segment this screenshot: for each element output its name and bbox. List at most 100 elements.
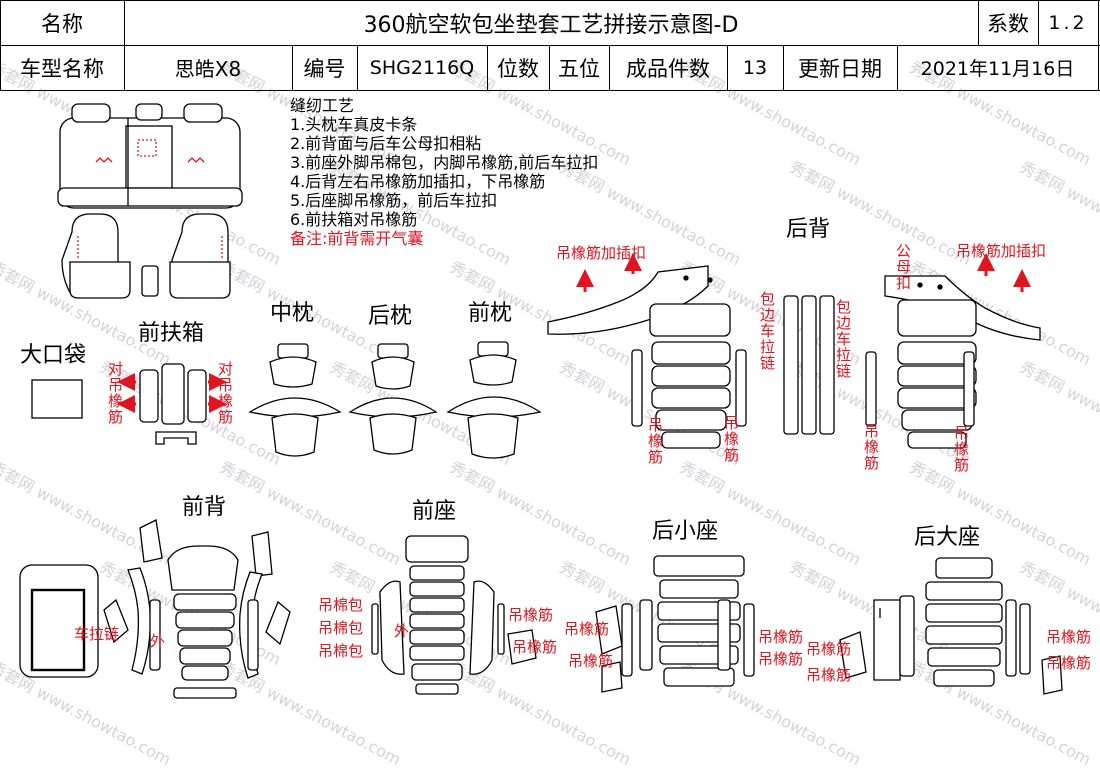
notes-title: 缝纫工艺 <box>290 96 355 115</box>
sewing-notes: 缝纫工艺 1.头枕车真皮卡条 2.前背面与后车公母扣相粘 3.前座外脚吊棉包，内… <box>290 96 598 248</box>
rear-big-seat-pieces <box>839 557 1063 695</box>
vertical-annotation-char: 筋 <box>724 446 739 464</box>
middle-headrest-pieces <box>248 343 342 457</box>
annotation-arrows <box>117 253 1031 413</box>
name-label: 名称 <box>41 11 83 36</box>
vertical-annotation-char: 拉 <box>760 338 775 356</box>
vertical-annotation-char: 吊 <box>218 376 233 394</box>
front-headrest-pieces <box>446 341 542 459</box>
vertical-annotation-char: 筋 <box>648 448 663 466</box>
rear-back-elastic-note-1: 吊橡筋 <box>648 416 663 466</box>
male-female-clip-note: 公母扣 <box>896 242 911 292</box>
note-item-4: 4.后背左右吊橡筋加插扣，下吊橡筋 <box>290 172 546 191</box>
front-armrest-label: 前扶箱 <box>138 321 204 346</box>
front-back-label: 前背 <box>182 495 226 520</box>
vertical-annotation-char: 拉 <box>836 346 851 364</box>
vertical-annotation-char: 包 <box>760 290 775 308</box>
vertical-annotation-char: 吊 <box>954 424 969 442</box>
pieces-label: 成品件数 <box>626 56 710 81</box>
code-label: 编号 <box>303 56 346 81</box>
rear-back-label: 后背 <box>786 217 830 242</box>
vertical-annotation-char: 车 <box>760 322 775 340</box>
vertical-annotation-char: 筋 <box>954 456 969 474</box>
pattern-diagram: 大口袋 前扶箱 中枕 后枕 前枕 后背 前背 前座 后小座 后大座 吊橡筋加插扣… <box>19 103 1091 699</box>
vertical-annotation-char: 对 <box>218 360 233 378</box>
coeff-value: 1.2 <box>1048 11 1088 34</box>
vertical-annotation-char: 扣 <box>896 274 911 292</box>
rear-back-pieces <box>547 265 1041 449</box>
seats-label: 位数 <box>497 56 539 81</box>
vertical-annotation-char: 筋 <box>218 408 233 426</box>
front-seat-elastic-note-1: 吊橡筋 <box>508 606 553 624</box>
vertical-annotation-char: 吊 <box>724 414 739 432</box>
front-seat-label: 前座 <box>412 499 456 524</box>
rear-back-clip-note-left: 吊橡筋加插扣 <box>556 244 646 262</box>
vertical-annotation-char: 橡 <box>864 438 879 456</box>
date-label: 更新日期 <box>798 56 882 81</box>
front-seat-outer-note: 外 <box>394 622 409 640</box>
vertical-annotation-char: 边 <box>836 314 851 332</box>
vertical-annotation-char: 对 <box>108 360 123 378</box>
rear-small-elastic-note-2: 吊橡筋 <box>568 652 613 670</box>
rear-big-seat-label: 后大座 <box>914 525 980 550</box>
vertical-annotation-char: 吊 <box>648 416 663 434</box>
seats-value: 五位 <box>558 56 600 81</box>
rear-big-elastic-note-2: 吊橡筋 <box>806 666 851 684</box>
note-item-2: 2.前背面与后车公母扣相粘 <box>290 134 482 153</box>
front-back-zipper-note: 车拉链 <box>74 625 119 643</box>
vertical-annotation-char: 吊 <box>864 422 879 440</box>
armrest-elastic-note-left: 对吊橡筋 <box>108 360 123 426</box>
vertical-annotation-char: 橡 <box>648 432 663 450</box>
notes-remark: 备注:前背需开气囊 <box>290 229 424 248</box>
note-item-5: 5.后座脚吊橡筋，前后车拉扣 <box>290 191 498 210</box>
vertical-annotation-char: 橡 <box>108 392 123 410</box>
rear-big-elastic-note-4: 吊橡筋 <box>1046 654 1091 672</box>
note-item-3: 3.前座外脚吊棉包，内脚吊橡筋,前后车拉扣 <box>290 153 599 172</box>
front-seat-cotton-note-2: 吊棉包 <box>318 619 363 637</box>
note-item-1: 1.头枕车真皮卡条 <box>290 115 418 134</box>
vertical-annotation-char: 公 <box>896 242 911 260</box>
code-value: SHG2116Q <box>369 56 475 79</box>
rear-big-elastic-note-3: 吊橡筋 <box>1046 628 1091 646</box>
front-seat-cotton-note-1: 吊棉包 <box>318 596 363 614</box>
vertical-annotation-char: 橡 <box>724 430 739 448</box>
rear-big-elastic-note-1: 吊橡筋 <box>806 640 851 658</box>
vertical-annotation-char: 橡 <box>218 392 233 410</box>
rear-back-elastic-note-4: 吊橡筋 <box>954 424 969 474</box>
vertical-annotation-char: 链 <box>836 362 851 380</box>
pieces-value: 13 <box>742 56 768 79</box>
vertical-annotation-char: 母 <box>896 258 911 276</box>
front-armrest-pieces <box>139 363 207 445</box>
big-pocket-piece <box>31 379 83 419</box>
rear-headrest-label: 后枕 <box>368 304 412 329</box>
front-seat-elastic-note-2: 吊橡筋 <box>512 638 557 656</box>
rear-back-elastic-note-3: 吊橡筋 <box>864 422 879 472</box>
rear-small-seat-pieces <box>595 555 755 693</box>
rear-small-elastic-note-4: 吊橡筋 <box>758 650 803 668</box>
rear-small-seat-label: 后小座 <box>652 519 718 544</box>
rear-back-clip-note-right: 吊橡筋加插扣 <box>956 242 1046 260</box>
page-title: 360航空软包坐垫套工艺拼接示意图-D <box>363 12 739 38</box>
vertical-annotation-char: 车 <box>836 330 851 348</box>
seat-overview-diagram <box>57 103 243 299</box>
middle-headrest-label: 中枕 <box>270 301 314 326</box>
front-seat-pieces <box>371 535 537 695</box>
note-item-6: 6.前扶箱对吊橡筋 <box>290 210 418 229</box>
rear-small-elastic-note-3: 吊橡筋 <box>758 628 803 646</box>
model-label: 车型名称 <box>20 56 104 81</box>
model-value: 思皓X8 <box>174 57 242 81</box>
vertical-annotation-char: 筋 <box>864 454 879 472</box>
front-back-pieces <box>19 519 291 699</box>
header-table: 名称 360航空软包坐垫套工艺拼接示意图-D 系数 1.2 车型名称 思皓X8 … <box>0 0 1100 91</box>
date-value: 2021年11月16日 <box>920 58 1075 80</box>
vertical-annotation-char: 链 <box>760 354 775 372</box>
rear-small-elastic-note-1: 吊橡筋 <box>564 620 609 638</box>
rear-headrest-pieces <box>348 343 438 455</box>
vertical-annotation-char: 橡 <box>954 440 969 458</box>
vertical-annotation-char: 边 <box>760 306 775 324</box>
vertical-annotation-char: 吊 <box>108 376 123 394</box>
front-headrest-label: 前枕 <box>468 301 512 326</box>
front-back-outer-note: 外 <box>150 632 165 650</box>
